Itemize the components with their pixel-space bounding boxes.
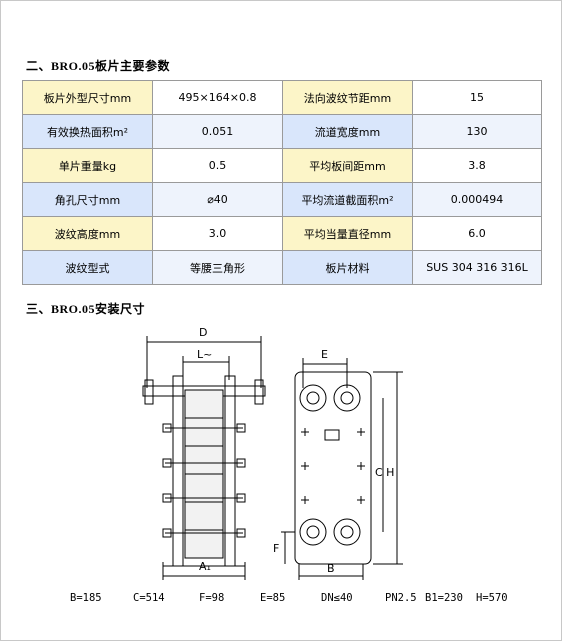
fixed-frame-plate [172, 375, 184, 567]
label-d: D [199, 326, 207, 339]
param-label: 流道宽度mm [282, 114, 413, 149]
param-h: H=570 [476, 592, 508, 604]
nameplate [324, 429, 340, 441]
table-row: 波纹型式 等腰三角形 板片材料 SUS 304 316 316L [22, 250, 542, 285]
port-bottom-left [299, 518, 327, 546]
param-b1: B1=230 [425, 592, 463, 604]
right-flange [254, 379, 264, 405]
param-c: C=514 [133, 592, 165, 604]
param-label: 板片材料 [282, 250, 413, 285]
plate-parameters-table: 板片外型尺寸mm 495×164×0.8 法向波纹节距mm 15 有效换热面积m… [22, 80, 542, 285]
param-label: 平均板间距mm [282, 148, 413, 183]
section-2-title: 二、BRO.05板片主要参数 [26, 59, 171, 73]
param-label: 平均当量直径mm [282, 216, 413, 251]
param-f: F=98 [199, 592, 225, 604]
param-pn: PN2.5 [385, 592, 417, 604]
param-label: 平均流道截面积m² [282, 182, 413, 217]
param-e: E=85 [260, 592, 286, 604]
table-row: 波纹高度mm 3.0 平均当量直径mm 6.0 [22, 216, 542, 251]
table-row: 角孔尺寸mm ⌀40 平均流道截面积m² 0.000494 [22, 182, 542, 217]
installation-drawing: D L~ A₁ E C H F B [142, 326, 403, 580]
param-label: 角孔尺寸mm [22, 182, 153, 217]
param-label: 波纹型式 [22, 250, 153, 285]
port-top-right [333, 384, 361, 412]
param-label: 单片重量kg [22, 148, 153, 183]
frame-front [294, 371, 372, 565]
section-3-title: 三、BRO.05安装尺寸 [26, 302, 146, 316]
table-row: 有效换热面积m² 0.051 流道宽度mm 130 [22, 114, 542, 149]
param-b: B=185 [70, 592, 102, 604]
param-value: 3.0 [152, 216, 283, 251]
label-a1: A₁ [199, 560, 211, 573]
param-label: 波纹高度mm [22, 216, 153, 251]
label-f: F [273, 542, 279, 555]
table-row: 单片重量kg 0.5 平均板间距mm 3.8 [22, 148, 542, 183]
param-label: 板片外型尺寸mm [22, 80, 153, 115]
param-value: 130 [412, 114, 542, 149]
table-row: 板片外型尺寸mm 495×164×0.8 法向波纹节距mm 15 [22, 80, 542, 115]
port-bottom-right [333, 518, 361, 546]
port-top-left [299, 384, 327, 412]
param-value: 0.000494 [412, 182, 542, 217]
param-dn: DN≤40 [321, 592, 353, 604]
param-value: 3.8 [412, 148, 542, 183]
param-value: SUS 304 316 316L [412, 250, 542, 285]
param-value: 等腰三角形 [152, 250, 283, 285]
param-value: 15 [412, 80, 542, 115]
label-b: B [327, 562, 335, 575]
movable-frame-plate [224, 375, 236, 567]
label-l: L~ [197, 348, 212, 361]
label-e: E [321, 348, 328, 361]
param-value: 0.051 [152, 114, 283, 149]
param-label: 法向波纹节距mm [282, 80, 413, 115]
left-flange [144, 379, 154, 405]
param-label: 有效换热面积m² [22, 114, 153, 149]
param-value: ⌀40 [152, 182, 283, 217]
label-ch: C H [375, 466, 394, 479]
param-value: 0.5 [152, 148, 283, 183]
param-value: 6.0 [412, 216, 542, 251]
param-value: 495×164×0.8 [152, 80, 283, 115]
